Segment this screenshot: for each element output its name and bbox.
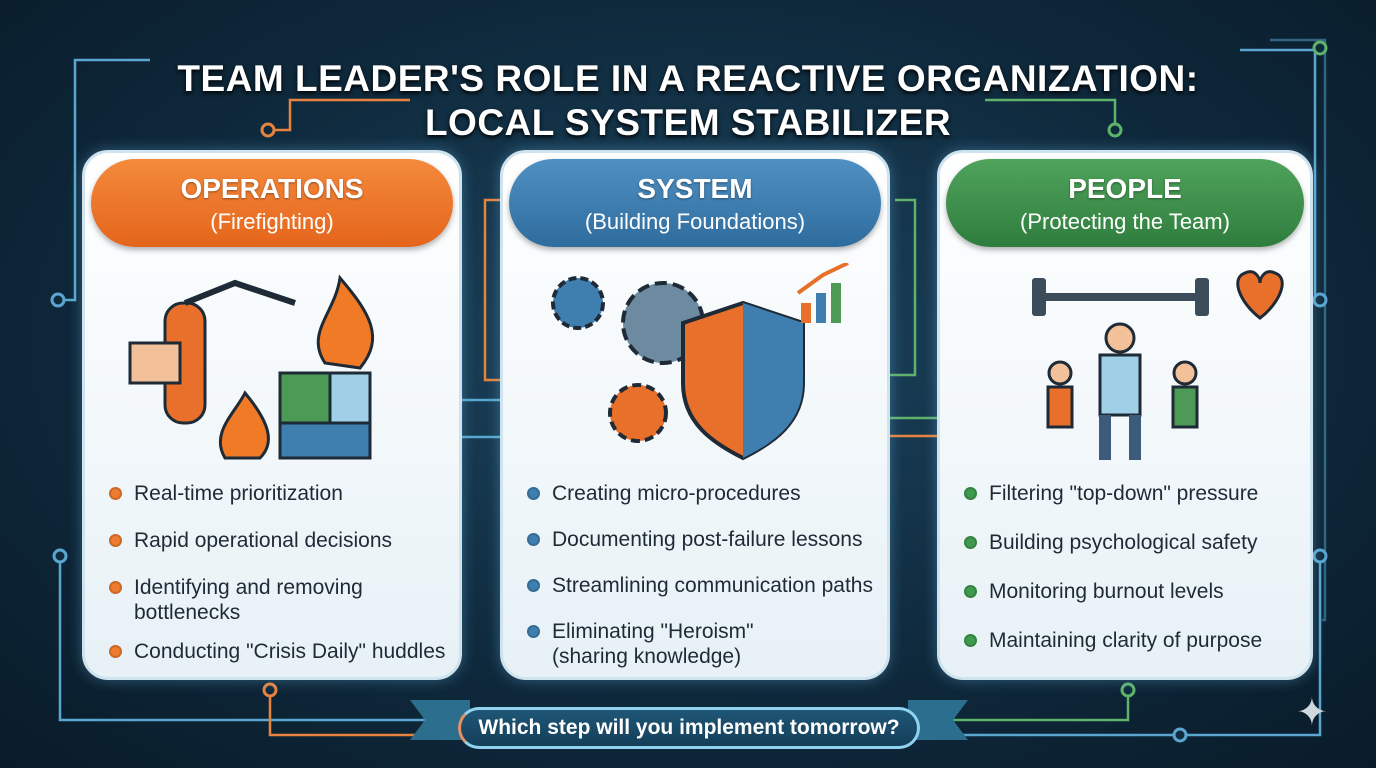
item-text: Conducting "Crisis Daily" huddles xyxy=(134,640,446,663)
people-header: PEOPLE (Protecting the Team) xyxy=(946,159,1304,247)
list-item: Eliminating "Heroism" (sharing knowledge… xyxy=(527,619,877,669)
list-item: Building psychological safety xyxy=(964,530,1300,555)
item-text: Streamlining communication paths xyxy=(552,574,873,597)
bullet-icon xyxy=(527,579,540,592)
item-text: Filtering "top-down" pressure xyxy=(989,482,1259,505)
people-subheading: (Protecting the Team) xyxy=(1020,209,1230,234)
bullet-icon xyxy=(964,585,977,598)
bullet-icon xyxy=(527,625,540,638)
bullet-icon xyxy=(527,533,540,546)
operations-header: OPERATIONS (Firefighting) xyxy=(91,159,453,247)
people-list: Filtering "top-down" pressure Building p… xyxy=(964,481,1300,677)
people-heading: PEOPLE xyxy=(1068,173,1182,204)
gears-shield-icon xyxy=(551,263,849,461)
item-text: Eliminating "Heroism" (sharing knowledge… xyxy=(552,620,754,668)
list-item: Identifying and removing bottlenecks xyxy=(109,575,449,625)
system-list: Creating micro-procedures Documenting po… xyxy=(527,481,877,690)
item-text: Maintaining clarity of purpose xyxy=(989,629,1263,652)
item-text: Rapid operational decisions xyxy=(134,529,392,552)
list-item: Monitoring burnout levels xyxy=(964,579,1300,604)
list-item: Creating micro-procedures xyxy=(527,481,877,506)
list-item: Filtering "top-down" pressure xyxy=(964,481,1300,506)
card-operations: OPERATIONS (Firefighting) Real-time prio… xyxy=(82,150,462,680)
list-item: Rapid operational decisions xyxy=(109,528,449,553)
item-text: Creating micro-procedures xyxy=(552,482,801,505)
bullet-icon xyxy=(109,581,122,594)
item-text: Identifying and removing bottlenecks xyxy=(134,576,363,624)
bullet-icon xyxy=(964,487,977,500)
bullet-icon xyxy=(109,534,122,547)
list-item: Streamlining communication paths xyxy=(527,573,877,598)
operations-heading: OPERATIONS xyxy=(180,173,364,204)
bullet-icon xyxy=(109,487,122,500)
title-line-2: LOCAL SYSTEM STABILIZER xyxy=(424,102,952,143)
call-to-action-banner: Which step will you implement tomorrow? xyxy=(458,707,920,749)
card-system: SYSTEM (Building Foundations) Creating m… xyxy=(500,150,890,680)
item-text: Documenting post-failure lessons xyxy=(552,528,863,551)
list-item: Documenting post-failure lessons xyxy=(527,527,877,552)
fire-extinguisher-icon xyxy=(128,274,375,460)
bullet-icon xyxy=(964,536,977,549)
bullet-icon xyxy=(527,487,540,500)
card-people: PEOPLE (Protecting the Team) Filtering "… xyxy=(937,150,1313,680)
operations-subheading: (Firefighting) xyxy=(210,209,334,234)
list-item: Maintaining clarity of purpose xyxy=(964,628,1300,653)
system-header: SYSTEM (Building Foundations) xyxy=(509,159,881,247)
team-barbell-heart-icon xyxy=(1032,270,1284,460)
item-text: Real-time prioritization xyxy=(134,482,343,505)
item-text: Monitoring burnout levels xyxy=(989,580,1224,603)
list-item: Real-time prioritization xyxy=(109,481,449,506)
list-item: Conducting "Crisis Daily" huddles xyxy=(109,639,449,664)
sparkle-icon: ✦ xyxy=(1296,692,1328,734)
bullet-icon xyxy=(964,634,977,647)
system-heading: SYSTEM xyxy=(637,173,753,204)
item-text: Building psychological safety xyxy=(989,531,1258,554)
operations-list: Real-time prioritization Rapid operation… xyxy=(109,481,449,686)
bullet-icon xyxy=(109,645,122,658)
system-subheading: (Building Foundations) xyxy=(584,209,806,234)
title-line-1: TEAM LEADER'S ROLE IN A REACTIVE ORGANIZ… xyxy=(177,58,1199,99)
